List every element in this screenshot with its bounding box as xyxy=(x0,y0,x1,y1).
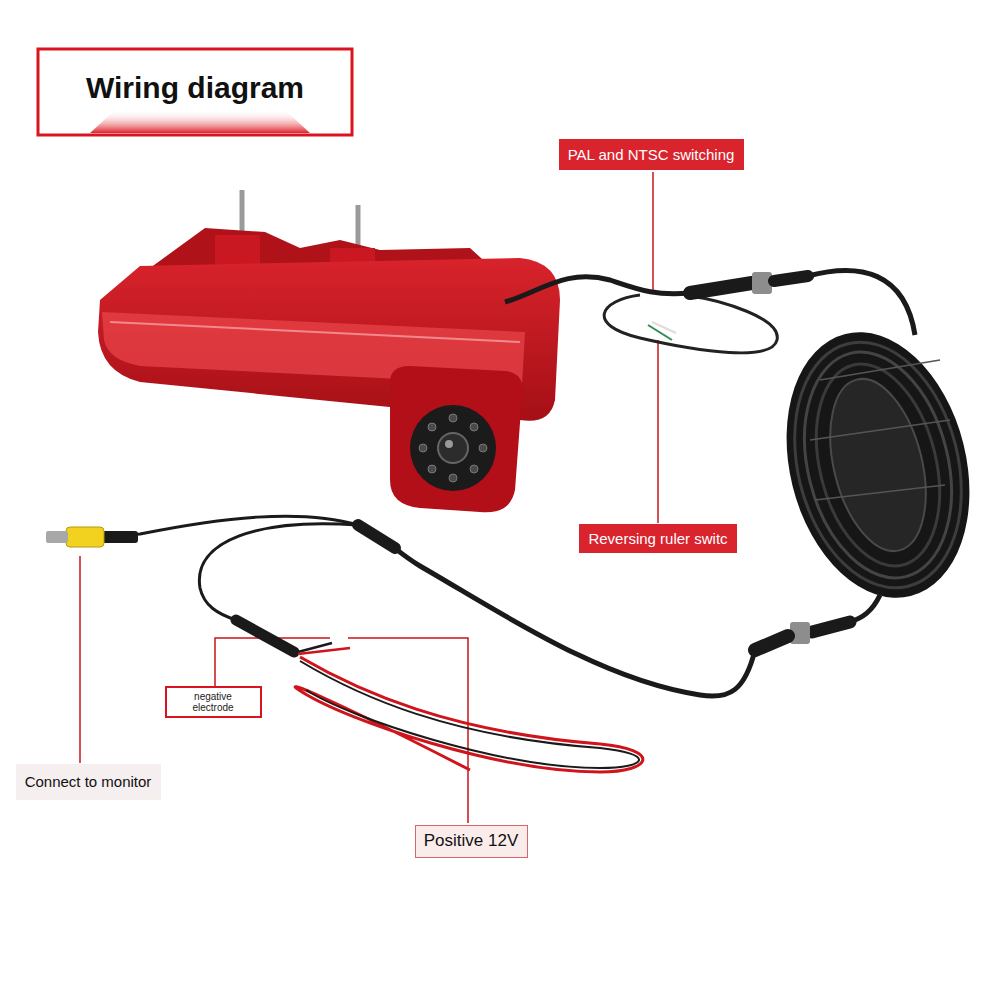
leader-line xyxy=(79,556,81,763)
ir-led xyxy=(479,444,487,452)
black-power-wire xyxy=(300,661,639,768)
callout-text: Reversing ruler switc xyxy=(588,530,727,548)
callout-box: Connect to monitor xyxy=(16,764,161,800)
ir-led xyxy=(470,465,478,473)
ir-led xyxy=(428,423,436,431)
leader-line xyxy=(657,340,659,523)
ir-led xyxy=(449,414,457,422)
callout-box: negative electrode xyxy=(165,686,262,718)
bracket-rib xyxy=(215,235,260,265)
coil-loop xyxy=(782,336,973,593)
callout-band: PAL and NTSC switching xyxy=(559,139,744,170)
positive-wire-end xyxy=(298,648,350,654)
coil-loop xyxy=(814,369,942,561)
callout-text: Connect to monitor xyxy=(25,773,152,791)
callout-text: negative electrode xyxy=(183,691,243,713)
video-lead xyxy=(102,516,358,537)
coil-loop xyxy=(770,324,986,605)
monitor-cable xyxy=(388,543,755,696)
white-wire xyxy=(652,322,676,333)
coil-wrap xyxy=(810,360,950,500)
title-ribbon xyxy=(90,110,310,133)
title: Wiring diagram xyxy=(86,71,304,105)
callout-text: PAL and NTSC switching xyxy=(568,146,735,164)
extension-cable xyxy=(808,270,915,335)
camera-cable xyxy=(505,277,690,302)
connector-plug xyxy=(774,276,808,281)
camera-pod xyxy=(390,366,523,512)
title-frame xyxy=(38,49,352,135)
camera-lens xyxy=(438,433,468,463)
rca-plug xyxy=(66,527,104,547)
y-splitter xyxy=(358,525,395,548)
coil-loop xyxy=(797,351,959,579)
lens-glint xyxy=(445,440,453,448)
callout-text: Positive 12V xyxy=(424,831,519,851)
ir-led xyxy=(428,465,436,473)
title-box: Wiring diagram xyxy=(40,51,350,133)
ir-led xyxy=(419,444,427,452)
leader-line xyxy=(348,638,468,823)
connector-plug xyxy=(812,622,850,632)
connector-plug xyxy=(755,636,788,650)
rca-boot xyxy=(102,531,138,543)
green-wire xyxy=(648,325,672,340)
power-lead xyxy=(199,524,358,620)
ir-led xyxy=(470,423,478,431)
switch-wire xyxy=(604,295,777,353)
red-power-wire xyxy=(295,657,643,772)
coil-body xyxy=(760,313,996,618)
connector-plug xyxy=(690,283,752,293)
callout-box: Positive 12V xyxy=(415,825,528,858)
power-connector xyxy=(236,620,294,652)
cable-coil xyxy=(760,313,996,618)
camera-face xyxy=(410,405,496,491)
mounting-stud xyxy=(356,205,361,250)
callout-band: Reversing ruler switc xyxy=(579,524,737,553)
lens-highlight xyxy=(110,322,520,342)
rca-tip xyxy=(46,531,68,543)
ir-led xyxy=(449,474,457,482)
leader-line xyxy=(652,172,654,290)
ir-leds xyxy=(419,414,487,482)
